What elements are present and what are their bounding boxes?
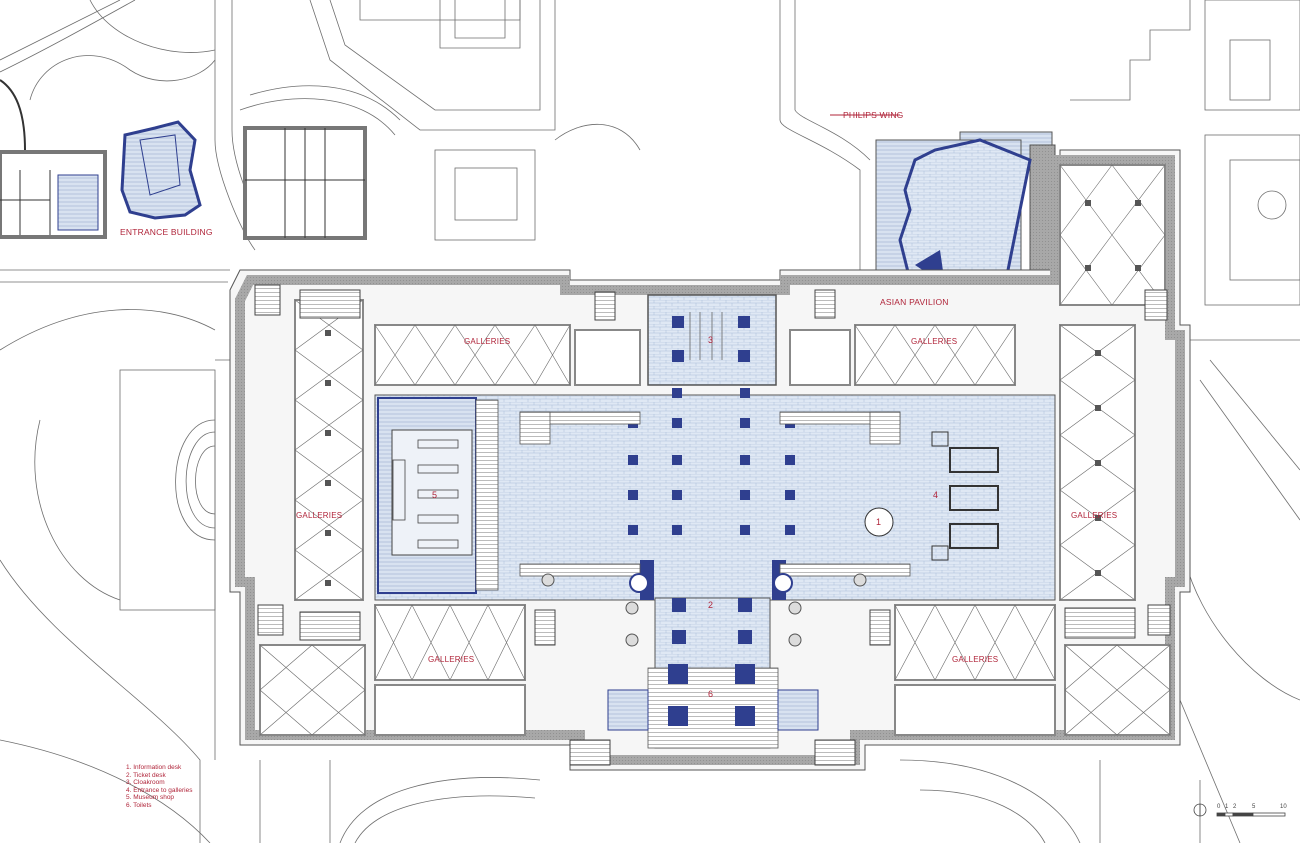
gallery-vaults — [259, 164, 1171, 736]
north-arrow-icon — [1193, 803, 1207, 817]
gallery-entrances — [931, 431, 999, 561]
stair-towers — [254, 284, 1171, 766]
label-galleries-bottom-left: GALLERIES — [428, 655, 475, 664]
legend-item: 2. Ticket desk — [126, 771, 166, 779]
label-galleries-bottom-right: GALLERIES — [952, 655, 999, 664]
legend-item: 5. Museum shop — [126, 794, 175, 802]
label-galleries-right: GALLERIES — [1071, 511, 1118, 520]
room-number-1: 1 — [876, 517, 882, 527]
label-asian-pavilion: ASIAN PAVILION — [880, 297, 949, 307]
room-number-2: 2 — [708, 600, 714, 610]
label-philips-wing: PHILIPS WING — [843, 110, 904, 120]
entrance-building — [120, 120, 202, 220]
room-number-6: 6 — [708, 689, 714, 699]
scale-tick-2: 2 — [1233, 804, 1237, 810]
legend-item: 1. Information desk — [126, 764, 182, 771]
legend-item: 4. Entrance to galleries — [126, 786, 193, 794]
legend: 1. Information desk 2. Ticket desk 3. Cl… — [126, 764, 192, 810]
main-building — [229, 149, 1191, 771]
museum-shop — [377, 397, 499, 594]
scale-tick-0: 0 — [1217, 804, 1221, 810]
label-galleries-top-right: GALLERIES — [911, 337, 958, 346]
round-columns — [629, 573, 793, 593]
legend-item: 3. Cloakroom — [126, 779, 165, 787]
scale-tick-1: 1 — [1225, 804, 1229, 810]
scale-bar — [1216, 812, 1286, 817]
label-entrance-building: ENTRANCE BUILDING — [120, 227, 213, 237]
cloakroom — [647, 294, 777, 386]
legend-item: 6. Toilets — [126, 801, 152, 809]
label-galleries-top-left: GALLERIES — [464, 337, 511, 346]
piers — [325, 200, 1141, 586]
pavilion-building — [243, 126, 367, 240]
room-number-5: 5 — [432, 490, 438, 500]
label-galleries-left: GALLERIES — [296, 511, 343, 520]
scale-tick-10: 10 — [1280, 804, 1287, 810]
information-desk — [864, 507, 894, 537]
entrance-passage — [607, 597, 819, 749]
atrium-stairs — [519, 411, 911, 577]
round-columns-gray — [541, 573, 867, 647]
room-number-4: 4 — [933, 490, 939, 500]
left-building — [0, 79, 107, 239]
room-number-3: 3 — [708, 335, 714, 345]
scale-tick-5: 5 — [1252, 804, 1256, 810]
